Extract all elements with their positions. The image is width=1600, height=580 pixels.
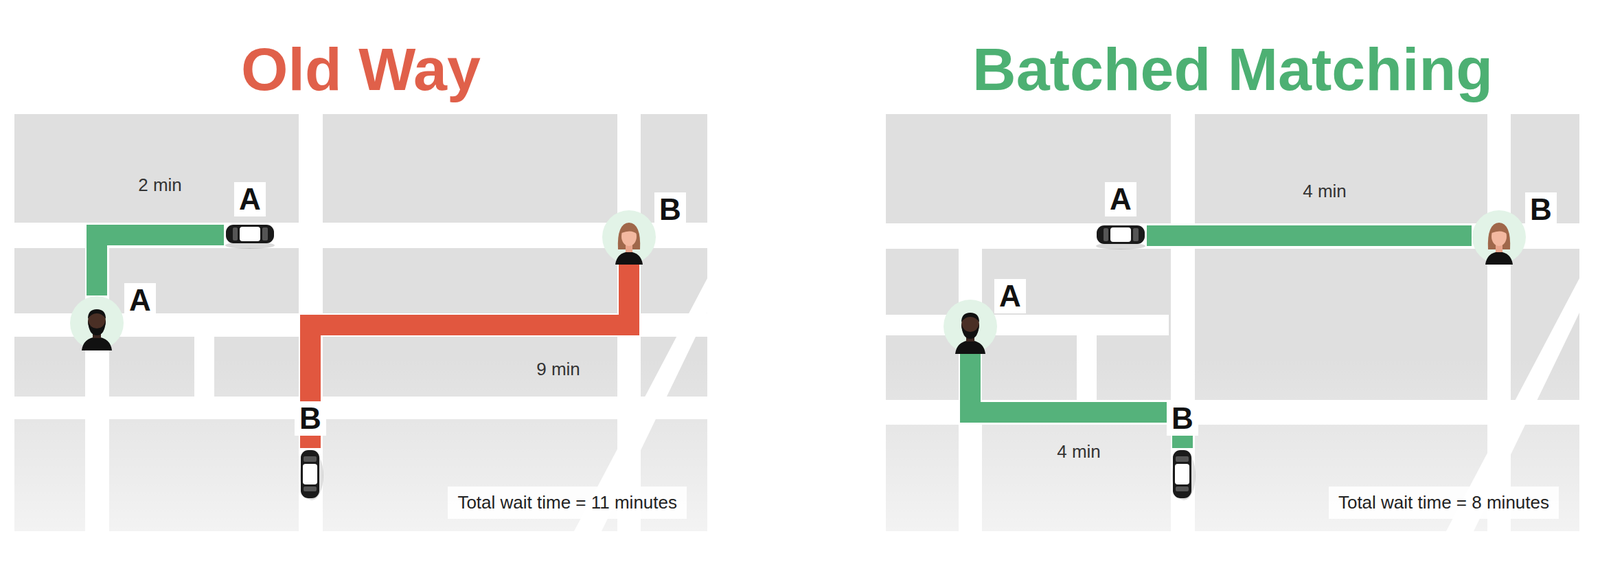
route-line bbox=[310, 264, 630, 448]
marker-letter: B bbox=[294, 401, 327, 437]
car-icon bbox=[223, 221, 277, 249]
rider-marker: A bbox=[69, 295, 125, 351]
rider-icon bbox=[1471, 209, 1527, 265]
icon-drawing bbox=[69, 295, 125, 351]
marker-letter: B bbox=[1525, 192, 1557, 228]
marker-letter: A bbox=[234, 181, 266, 217]
icon-drawing bbox=[942, 298, 998, 354]
marker-letter: A bbox=[1104, 181, 1137, 217]
icon-drawing bbox=[296, 447, 325, 500]
marker-letter: B bbox=[654, 192, 687, 228]
car-marker: B bbox=[296, 447, 325, 500]
icon-drawing bbox=[223, 221, 277, 249]
rider-icon bbox=[942, 298, 998, 354]
route-line bbox=[1146, 225, 1472, 246]
route-time: 9 min bbox=[536, 358, 581, 380]
marker-letter: A bbox=[124, 282, 156, 318]
rider-marker: A bbox=[942, 298, 998, 354]
street bbox=[1170, 113, 1195, 531]
car-icon bbox=[296, 447, 325, 500]
map-panel: Batched MatchingTotal wait time = 8 minu… bbox=[885, 113, 1580, 531]
route-line bbox=[96, 234, 224, 296]
icon-drawing bbox=[601, 209, 657, 265]
car-marker: A bbox=[1094, 221, 1147, 250]
panel-title: Batched Matching bbox=[885, 32, 1580, 106]
rider-icon bbox=[601, 209, 657, 265]
car-icon bbox=[1094, 221, 1147, 250]
rider-marker: B bbox=[1471, 209, 1527, 265]
map-panel: Old WayTotal wait time = 11 minutesABAB bbox=[14, 113, 708, 531]
car-marker: A bbox=[223, 221, 277, 249]
route-time: 2 min bbox=[138, 174, 182, 196]
marker-letter: A bbox=[994, 278, 1026, 314]
route-time: 4 min bbox=[1056, 440, 1101, 463]
panel-title: Old Way bbox=[14, 32, 708, 106]
rider-icon bbox=[69, 295, 125, 351]
car-icon bbox=[1168, 447, 1197, 500]
route-time: 4 min bbox=[1302, 180, 1347, 202]
route-line bbox=[970, 353, 1183, 448]
street bbox=[885, 314, 1169, 336]
rider-marker: B bbox=[601, 209, 657, 265]
icon-drawing bbox=[1094, 221, 1147, 250]
icon-drawing bbox=[1471, 209, 1527, 265]
car-marker: B bbox=[1168, 447, 1197, 500]
icon-drawing bbox=[1168, 447, 1197, 500]
bottom-fade bbox=[0, 357, 1600, 580]
marker-letter: B bbox=[1166, 401, 1199, 437]
total-wait: Total wait time = 11 minutes bbox=[447, 486, 687, 519]
total-wait: Total wait time = 8 minutes bbox=[1328, 486, 1559, 519]
